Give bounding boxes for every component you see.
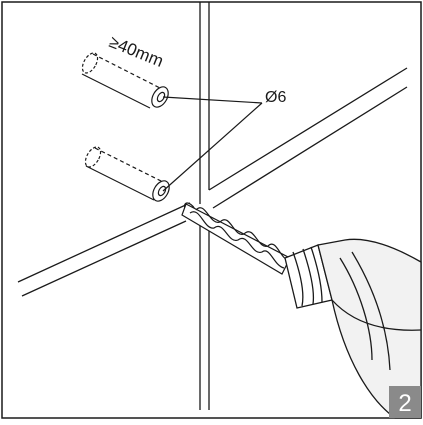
wall-plug-upper bbox=[81, 52, 169, 109]
drill-body bbox=[284, 238, 422, 419]
hole-diameter-label: Ø6 bbox=[265, 89, 286, 106]
wall-plug-lower bbox=[84, 146, 170, 202]
board-edge-diagonal bbox=[17, 67, 408, 297]
drill-bit bbox=[181, 203, 291, 275]
step-number-text: 2 bbox=[398, 390, 411, 417]
step-number-badge bbox=[389, 386, 421, 418]
wall-seam-vertical bbox=[199, 2, 210, 410]
diameter-leader-lines bbox=[162, 96, 263, 192]
